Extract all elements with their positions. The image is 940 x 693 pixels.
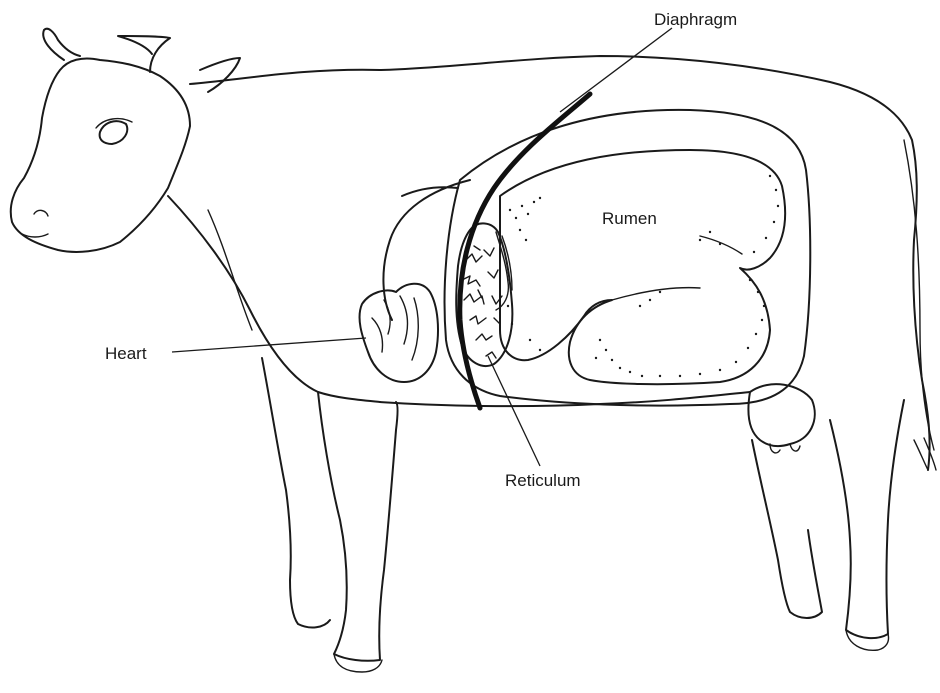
reticulum-texture xyxy=(462,246,502,358)
udder xyxy=(748,384,814,446)
esophageal-groove xyxy=(496,232,512,310)
body-cavity xyxy=(445,110,811,406)
heart-label: Heart xyxy=(105,344,147,363)
eye xyxy=(100,121,128,144)
heart xyxy=(360,284,438,382)
heart-vessels xyxy=(372,296,418,360)
heart-leader xyxy=(172,338,366,352)
diaphragm-leader xyxy=(560,28,672,112)
right-horn xyxy=(118,36,170,72)
chest-line xyxy=(168,196,380,402)
heart-outline xyxy=(360,284,438,382)
reticulum-leader xyxy=(488,356,540,466)
hind-leg-near xyxy=(830,400,904,638)
front-leg-far xyxy=(262,358,330,627)
left-horn xyxy=(43,29,80,60)
rumen-stippling xyxy=(507,175,779,377)
hind-leg-far xyxy=(752,440,822,618)
cow-outline xyxy=(11,29,936,672)
ear xyxy=(200,58,240,92)
rumen-fold xyxy=(612,236,742,300)
nostril xyxy=(34,210,48,216)
head xyxy=(11,58,190,251)
tail xyxy=(904,140,936,470)
belly xyxy=(380,392,750,406)
rumen-label: Rumen xyxy=(602,209,657,228)
reticulum-label: Reticulum xyxy=(505,471,581,490)
rumen-wall xyxy=(500,150,785,384)
dewlap-fold xyxy=(208,210,252,330)
diaphragm-label: Diaphragm xyxy=(654,10,737,29)
